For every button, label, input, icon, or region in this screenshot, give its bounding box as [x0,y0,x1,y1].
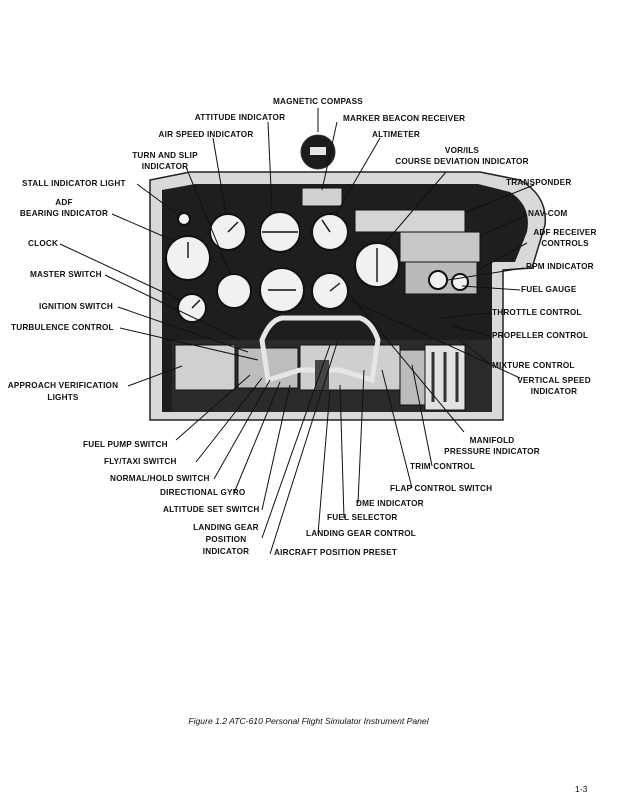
label-master-switch: MASTER SWITCH [30,270,102,279]
label-landing-gear-position-1: LANDING GEAR [193,523,259,532]
label-aircraft-position-preset: AIRCRAFT POSITION PRESET [274,548,398,557]
label-attitude-indicator: ATTITUDE INDICATOR [194,113,286,122]
label-fuel-selector: FUEL SELECTOR [327,513,398,522]
trim-box [399,349,427,406]
label-trim-control: TRIM CONTROL [410,462,476,471]
label-adf-receiver-1: ADF RECEIVER [533,228,597,237]
stall-light [177,212,191,226]
label-fuel-pump-switch: FUEL PUMP SWITCH [83,440,168,449]
label-ignition-switch: IGNITION SWITCH [39,302,113,311]
label-marker-beacon-receiver: MARKER BEACON RECEIVER [343,114,466,123]
label-manifold-1: MANIFOLD [469,436,515,445]
label-throttle-control: THROTTLE CONTROL [492,308,582,317]
label-flap-control-switch: FLAP CONTROL SWITCH [390,484,493,493]
label-turn-and-slip-1: TURN AND SLIP [132,151,198,160]
turn-slip-gauge [216,273,252,309]
manifold-gauge [451,273,469,291]
label-fuel-gauge: FUEL GAUGE [521,285,577,294]
label-dme-indicator: DME INDICATOR [356,499,424,508]
label-vertical-speed-1: VERTICAL SPEED [517,376,591,385]
label-stall-indicator-light: STALL INDICATOR LIGHT [22,179,126,188]
throttle-slots [431,352,459,402]
label-directional-gyro: DIRECTIONAL GYRO [160,488,246,497]
label-altimeter: ALTIMETER [372,130,421,139]
gauge-details [187,219,378,309]
label-adf-bearing-1: ADF [55,198,73,207]
label-adf-bearing-2: BEARING INDICATOR [19,209,109,218]
label-magnetic-compass: MAGNETIC COMPASS [273,97,363,106]
label-turbulence-control: TURBULENCE CONTROL [11,323,114,332]
label-clock: CLOCK [28,239,59,248]
rpm-gauge [428,270,448,290]
label-landing-gear-position-3: INDICATOR [202,547,250,556]
label-nav-com: NAV-COM [528,209,568,218]
label-propeller-control: PROPELLER CONTROL [492,331,589,340]
label-adf-receiver-2: CONTROLS [541,239,589,248]
label-air-speed-indicator: AIR SPEED INDICATOR [158,130,254,139]
control-yoke [259,315,381,384]
label-vor-ils-2: COURSE DEVIATION INDICATOR [395,157,529,166]
label-normal-hold-switch: NORMAL/HOLD SWITCH [110,474,210,483]
label-landing-gear-control: LANDING GEAR CONTROL [306,529,416,538]
label-approach-verification-1: APPROACH VERIFICATION [7,381,119,390]
figure-caption: Figure 1.2 ATC-610 Personal Flight Simul… [188,716,429,726]
page-number: 1-3 [575,784,588,794]
label-vor-ils-1: VOR/ILS [444,146,480,155]
marker-beacon-box [301,187,343,207]
yoke-column [315,360,329,390]
label-approach-verification-2: LIGHTS [47,393,79,402]
label-transponder: TRANSPONDER [506,178,572,187]
label-altitude-set-switch: ALTITUDE SET SWITCH [163,505,260,514]
approach-lights-box [174,344,236,391]
label-landing-gear-position-2: POSITION [205,535,247,544]
label-mixture-control: MIXTURE CONTROL [492,361,575,370]
compass-window [310,147,326,155]
nav-com-box [399,231,481,263]
leader-lines [59,108,535,555]
label-vertical-speed-2: INDICATOR [530,387,578,396]
label-fly-taxi-switch: FLY/TAXI SWITCH [104,457,177,466]
label-turn-and-slip-2: INDICATOR [141,162,189,171]
label-manifold-2: PRESSURE INDICATOR [444,447,540,456]
label-rpm-indicator: RPM INDICATOR [526,262,594,271]
